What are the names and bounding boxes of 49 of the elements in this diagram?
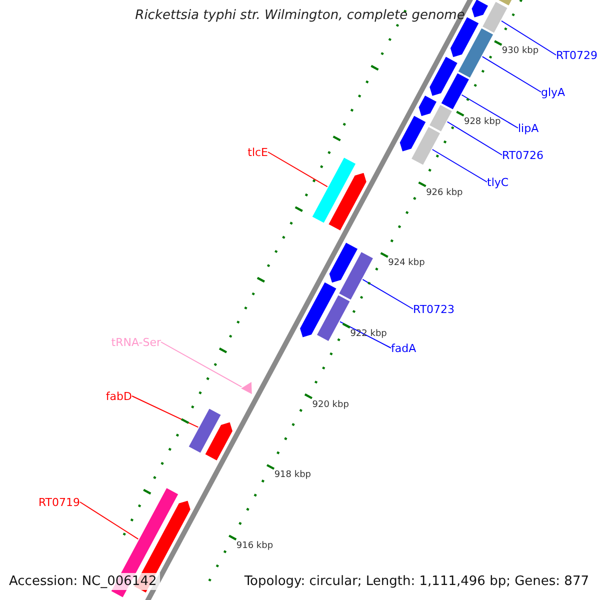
gene-label: tRNA-Ser [111,336,161,348]
tick-label: 916 kbp [236,540,274,553]
gene-label: fadA [391,342,416,354]
leader-line [500,20,556,56]
tick-label: 922 kbp [350,328,387,341]
trna-marker [239,380,253,396]
leader-line [268,152,328,188]
gene-segment [398,114,427,153]
gene-segment [204,420,234,462]
gene-bar [428,104,454,133]
gene-segment [470,0,490,19]
accession-text: Accession: NC_006142 [6,573,160,590]
tick-label: 924 kbp [388,257,425,270]
leader-line [481,56,542,92]
gene-bar [311,156,357,224]
tick-label: 920 kbp [312,398,349,412]
tick-label: 918 kbp [274,469,311,482]
gene-bar [457,27,494,79]
gene-label: tlyC [487,176,509,188]
gene-bar [440,72,470,111]
gene-label: glyA [541,86,566,98]
gene-bar [481,0,509,34]
gene-segment [328,241,359,284]
gene-segment [418,94,438,118]
title: Rickettsia typhi str. Wilmington, complete genome [134,8,466,23]
gene-label: RT0719 [38,496,80,508]
gene-label: tlcE [248,146,268,158]
gene-bar [188,407,222,454]
gene-label: RT0726 [502,148,544,162]
leader-line [460,94,518,128]
gene-bar [316,294,352,342]
gene-label: lipA [518,122,539,134]
leader-line [132,396,200,428]
tick-label: 930 kbp [502,45,539,58]
leader-line [432,148,488,182]
gene-segment [298,281,338,339]
leader-line [80,502,140,540]
gene-bar [410,126,442,166]
gene-bar [338,250,374,301]
gene-segment [327,172,368,232]
tick-label: 928 kbp [464,116,501,129]
gene-segment [428,55,459,98]
leader-line [339,320,392,348]
gene-label: RT0729 [556,48,598,62]
gene-label: fabD [106,390,132,402]
gene-label: RT0723 [413,302,455,316]
leader-line [362,278,414,310]
tick-label: 926 kbp [426,186,463,200]
leader-line [446,121,502,156]
